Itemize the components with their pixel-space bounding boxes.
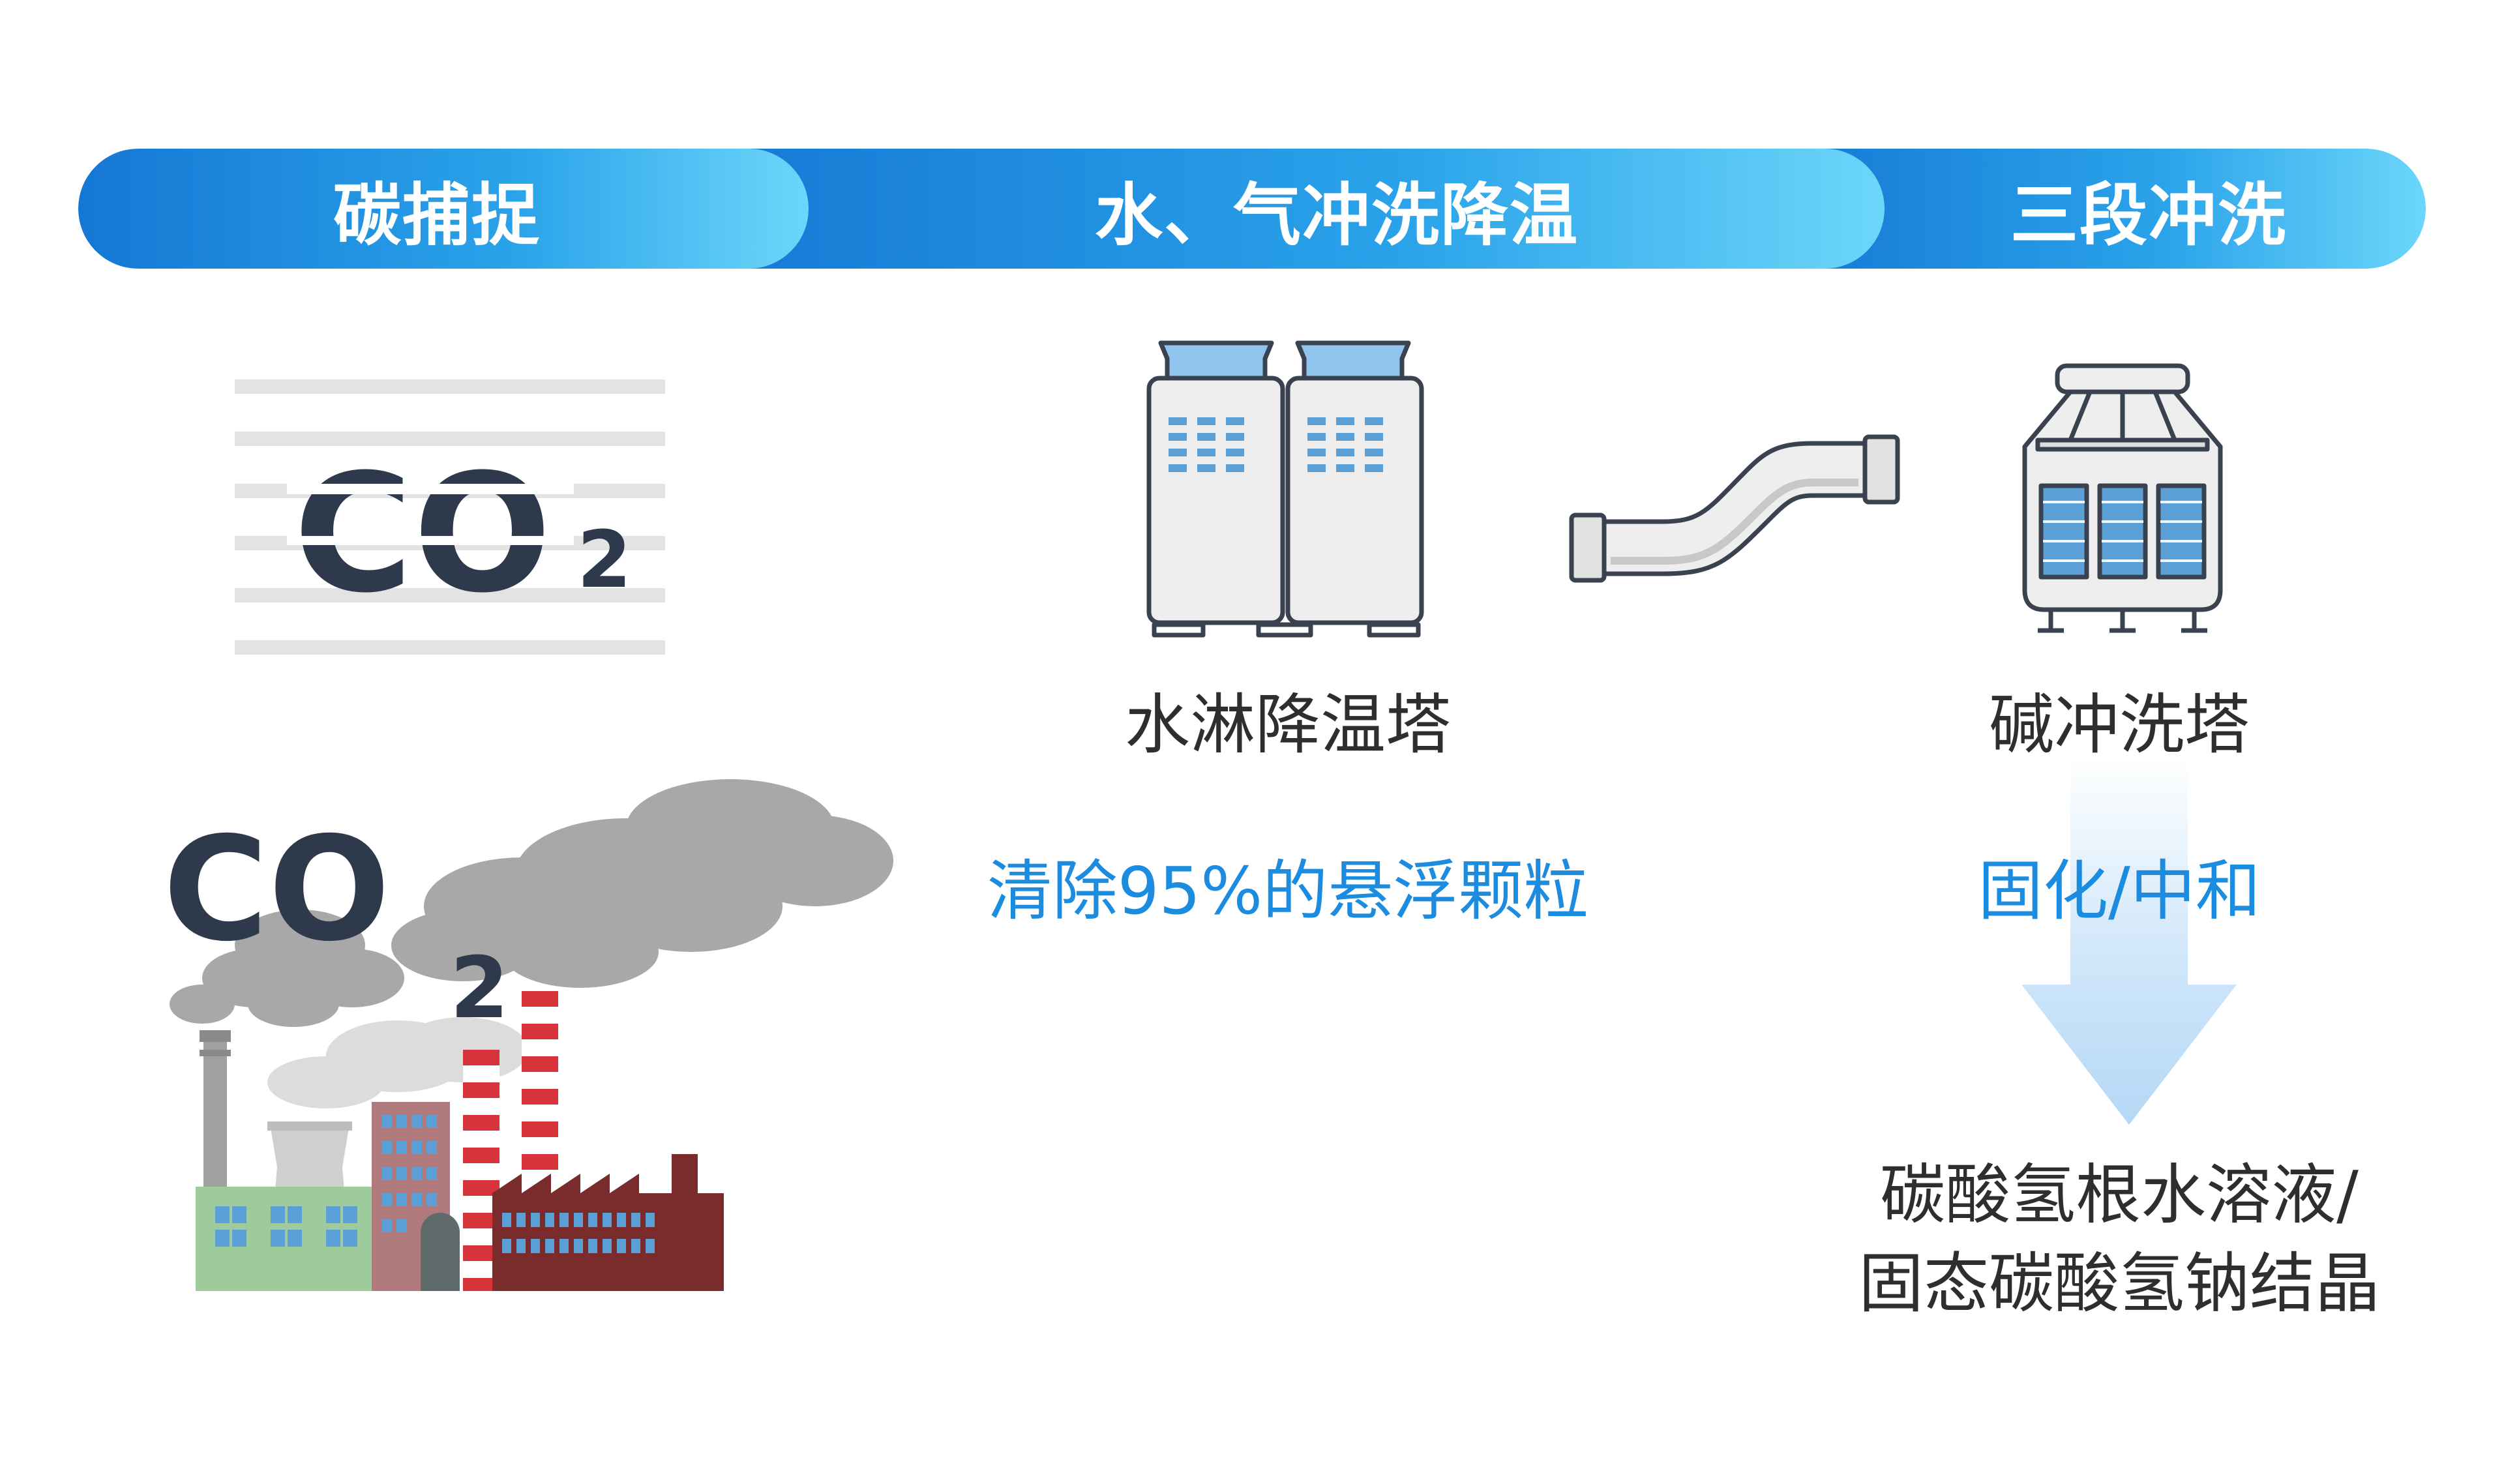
co2-striped-sub: 2 xyxy=(577,515,632,606)
water-cooling-tower-note: 清除95%的悬浮颗粒 xyxy=(987,853,1589,929)
stage-3-label: 三段冲洗 xyxy=(2010,175,2287,255)
alkali-wash-tower-note: 固化/中和 xyxy=(1978,853,2261,929)
result-text: 碳酸氢根水溶液/ 固态碳酸氢钠结晶 xyxy=(1787,1151,2452,1328)
factory-co2-co: CO xyxy=(163,806,390,973)
alkali-wash-tower-icon xyxy=(2022,363,2223,633)
pipe-icon xyxy=(1569,434,1900,583)
alkali-wash-tower-label: 碱冲洗塔 xyxy=(1989,687,2250,763)
stage-carbon-capture: 碳捕捉 xyxy=(78,149,809,269)
co2-striped-icon: CO 2 xyxy=(235,379,665,655)
co2-striped-co: CO xyxy=(293,439,552,629)
process-banner: 碳捕捉 水、气冲洗降温 三段冲洗 xyxy=(78,149,2426,269)
stage-1-label: 碳捕捉 xyxy=(333,175,541,255)
smoke-cloud-icon xyxy=(391,779,893,988)
stage-2-label: 水、气冲洗降温 xyxy=(1094,175,1579,255)
factory-icon: CO 2 xyxy=(163,779,893,1291)
factory-co2-sub: 2 xyxy=(450,938,509,1037)
result-line-1: 碳酸氢根水溶液/ xyxy=(1880,1157,2359,1233)
stage-water-gas-cooling: 水、气冲洗降温 xyxy=(691,149,1885,269)
water-cooling-tower-icon xyxy=(1146,340,1424,638)
water-cooling-tower-label: 水淋降温塔 xyxy=(1125,687,1451,763)
down-arrow-icon xyxy=(2021,756,2237,1125)
result-line-2: 固态碳酸氢钠结晶 xyxy=(1858,1245,2380,1322)
